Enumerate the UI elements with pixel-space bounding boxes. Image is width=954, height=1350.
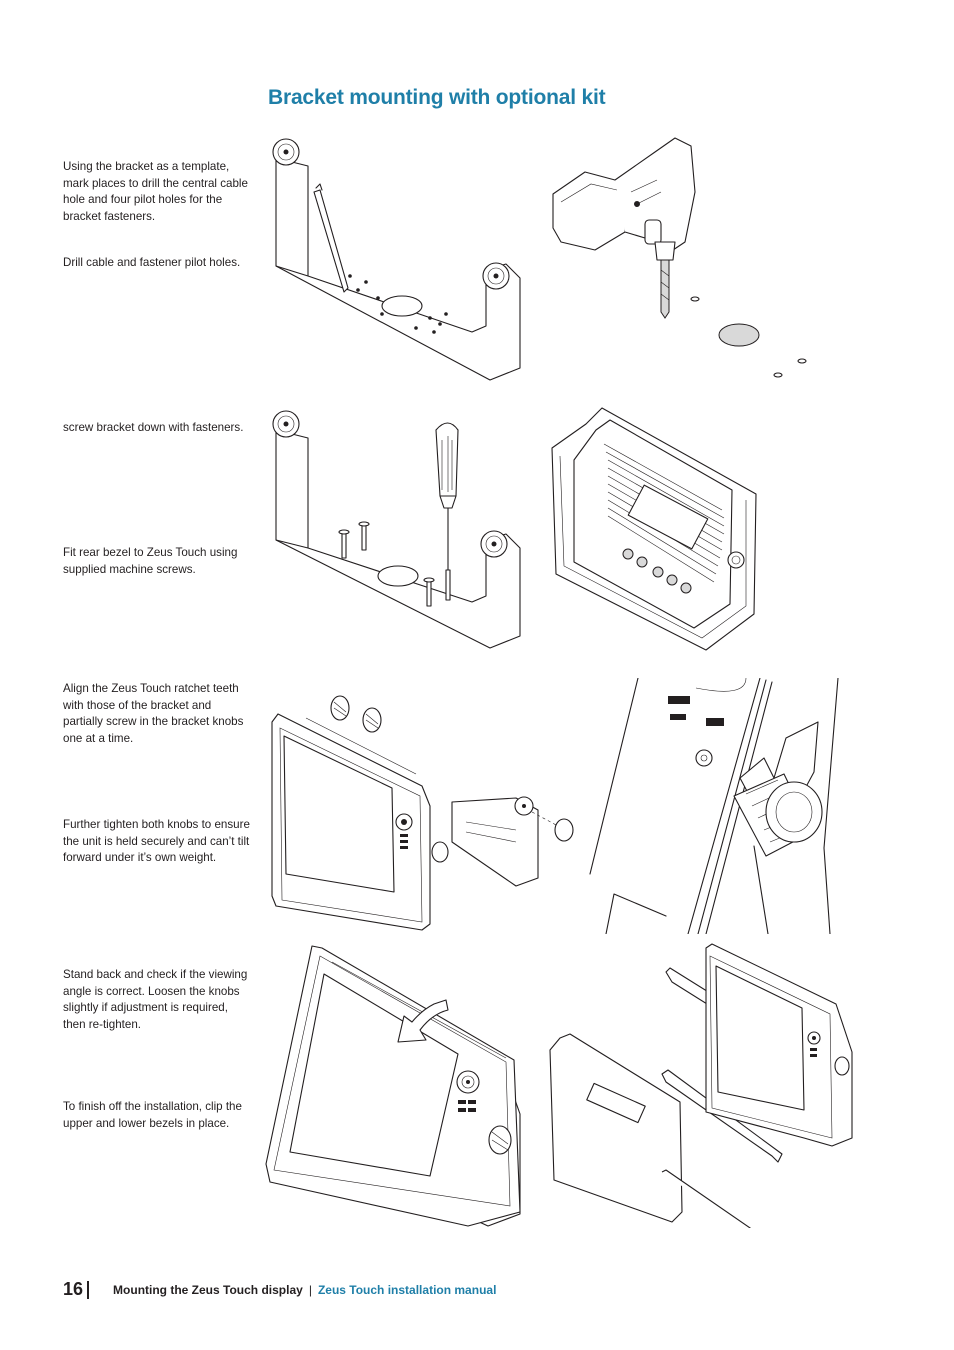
bezels-clip-illustration [549,943,853,1228]
page-title: Bracket mounting with optional kit [268,86,606,109]
step-tighten-knobs: Further tighten both knobs to ensure the… [63,818,250,865]
step-clip-bezels: To finish off the installation, clip the… [63,1100,242,1130]
knob-closeup-illustration [589,678,839,934]
step-drill-holes: Drill cable and fastener pilot holes. [63,256,241,269]
rear-bezel-illustration [551,407,757,651]
manual-title: Zeus Touch installation manual [317,1282,497,1297]
step-mark-holes: Using the bracket as a template, mark pl… [63,160,248,223]
step-screw-bracket: screw bracket down with fasteners. [63,421,244,434]
footer-separator: | [308,1282,312,1297]
chapter-title: Mounting the Zeus Touch display [113,1282,303,1297]
align-ratchet-illustration [271,695,574,931]
bracket-marking-illustration [272,138,521,381]
footer: 16 Mounting the Zeus Touch display | Zeu… [63,1279,496,1300]
step-align-ratchet: Align the Zeus Touch ratchet teeth with … [63,682,244,745]
step-check-angle: Stand back and check if the viewing angl… [63,968,248,1031]
page-number: 16 [63,1279,84,1299]
screwdriver-illustration [272,410,521,649]
step-fit-rear-bezel: Fit rear bezel to Zeus Touch using suppl… [63,546,238,576]
viewing-angle-illustration [265,945,521,1227]
page-number-divider [87,1280,90,1299]
drill-illustration [552,137,807,378]
